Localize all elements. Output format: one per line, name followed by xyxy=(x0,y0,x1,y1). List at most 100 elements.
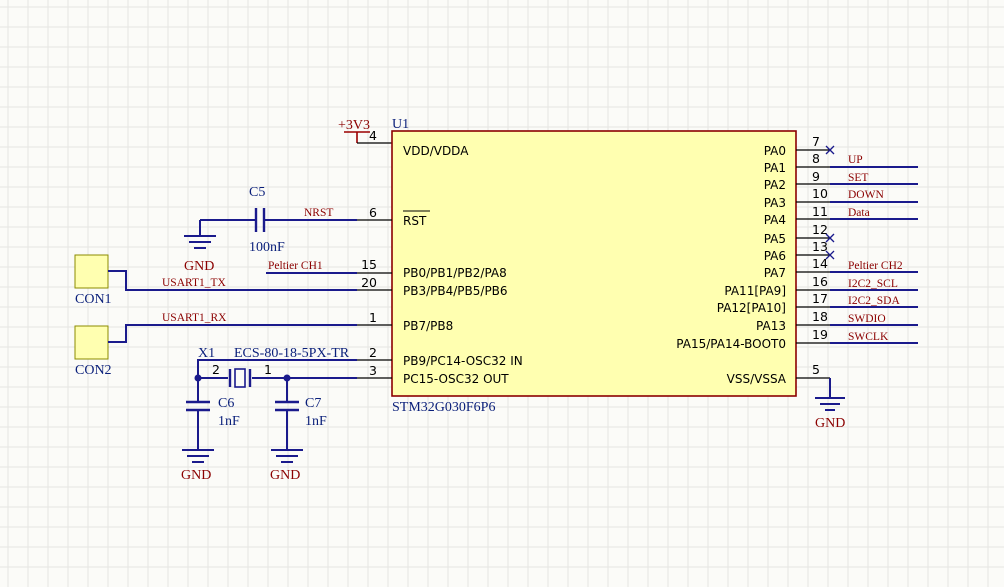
x1-pin-b: 1 xyxy=(264,362,272,377)
pin-name: PB3/PB4/PB5/PB6 xyxy=(403,284,508,298)
net-label-nrst[interactable]: NRST xyxy=(304,207,333,219)
connector-con2[interactable]: CON2 xyxy=(74,324,357,378)
pin-name: PA5 xyxy=(764,232,786,246)
pin-num: 17 xyxy=(812,291,828,306)
net-label-usart1-tx[interactable]: USART1_TX xyxy=(162,277,227,289)
con2-ref: CON2 xyxy=(75,363,112,378)
con1-ref: CON1 xyxy=(75,292,112,307)
gnd-symbol-c6[interactable]: GND xyxy=(181,449,214,483)
con1-pad xyxy=(74,254,109,289)
gnd-label: GND xyxy=(184,259,214,274)
x1-value: ECS-80-18-5PX-TR xyxy=(234,346,350,361)
vcc-power-symbol[interactable]: +3V3 xyxy=(338,118,392,144)
pin-name: PA11[PA9] xyxy=(724,284,786,298)
chip-ref: U1 xyxy=(392,117,409,132)
con2-pad xyxy=(74,325,109,360)
pin-name-rst: RST xyxy=(403,214,427,228)
chip-left-pin-numbers: 4 6 15 20 1 2 3 xyxy=(361,128,377,378)
right-net-labels: UP SET DOWN Data Peltier CH2 I2C2_SCL I2… xyxy=(848,154,903,343)
no-connect-icon xyxy=(825,250,835,260)
chip-part: STM32G030F6P6 xyxy=(392,400,495,415)
pin-num: 16 xyxy=(812,274,828,289)
c5-value: 100nF xyxy=(249,240,285,255)
pin-num: 14 xyxy=(812,256,828,271)
pin-num: 2 xyxy=(369,345,377,360)
pin-name: PA15/PA14-BOOT0 xyxy=(676,337,786,351)
pin-name: PA3 xyxy=(764,196,786,210)
vcc-label: +3V3 xyxy=(338,118,370,133)
gnd-symbol-c7[interactable]: GND xyxy=(270,449,303,483)
pin-name: PB7/PB8 xyxy=(403,319,453,333)
net-label-down[interactable]: DOWN xyxy=(848,189,884,201)
pin-num: 15 xyxy=(361,257,377,272)
pin-name: PA0 xyxy=(764,144,786,158)
chip-right-pins xyxy=(796,149,830,379)
chip-body xyxy=(391,130,797,397)
pin-num: 13 xyxy=(812,239,828,254)
pin-name: PA2 xyxy=(764,178,786,192)
gnd-label: GND xyxy=(815,416,845,431)
pin-num: 19 xyxy=(812,327,828,342)
gnd-symbol-c5[interactable]: GND xyxy=(184,235,216,274)
c5-ref: C5 xyxy=(249,185,265,200)
c6-ref: C6 xyxy=(218,396,234,411)
net-label-i2c2-scl[interactable]: I2C2_SCL xyxy=(848,278,898,290)
crystal-body xyxy=(234,368,246,388)
pin-name: VSS/VSSA xyxy=(727,372,787,386)
pin-num: 9 xyxy=(812,169,820,184)
net-label-peltier-ch2[interactable]: Peltier CH2 xyxy=(848,260,903,272)
pin-num: 18 xyxy=(812,309,828,324)
pin-num: 4 xyxy=(369,128,377,143)
pin-name: PB9/PC14-OSC32 IN xyxy=(403,354,523,368)
no-connect-marks xyxy=(825,145,835,260)
capacitor-c7[interactable]: C7 1nF xyxy=(275,378,327,450)
net-label-up[interactable]: UP xyxy=(848,154,863,166)
chip-left-pin-names: VDD/VDDA RST PB0/PB1/PB2/PA8 PB3/PB4/PB5… xyxy=(403,144,523,386)
pin-name: PC15-OSC32 OUT xyxy=(403,372,509,386)
gnd-symbol-vss[interactable]: GND xyxy=(815,378,845,431)
net-label-swclk[interactable]: SWCLK xyxy=(848,331,889,343)
c7-ref: C7 xyxy=(305,396,321,411)
pin-num: 5 xyxy=(812,362,820,377)
pin-num: 20 xyxy=(361,275,377,290)
right-net-wires xyxy=(830,166,918,344)
gnd-label: GND xyxy=(181,468,211,483)
no-connect-icon xyxy=(825,233,835,243)
pin-num: 8 xyxy=(812,151,820,166)
no-connect-icon xyxy=(825,145,835,155)
x1-pin-a: 2 xyxy=(212,362,220,377)
gnd-label: GND xyxy=(270,468,300,483)
chip-right-pin-names: PA0 PA1 PA2 PA3 PA4 PA5 PA6 PA7 PA11[PA9… xyxy=(676,144,786,386)
pin-num: 6 xyxy=(369,205,377,220)
x1-ref: X1 xyxy=(198,346,215,361)
net-label-usart1-rx[interactable]: USART1_RX xyxy=(162,312,227,324)
net-label-i2c2-sda[interactable]: I2C2_SDA xyxy=(848,295,900,307)
net-label-data[interactable]: Data xyxy=(848,207,870,219)
pin-num: 1 xyxy=(369,310,377,325)
chip-u1[interactable]: U1 STM32G030F6P6 xyxy=(391,117,797,415)
pin-name: PA4 xyxy=(764,213,786,227)
crystal-x1[interactable]: X1 ECS-80-18-5PX-TR 2 1 xyxy=(197,346,357,388)
capacitor-c6[interactable]: C6 1nF xyxy=(186,378,240,450)
chip-right-pin-numbers: 7 8 9 10 11 12 13 14 16 17 18 19 5 xyxy=(812,134,828,377)
connector-con1[interactable]: CON1 xyxy=(74,254,357,307)
net-label-peltier-ch1[interactable]: Peltier CH1 xyxy=(268,260,323,272)
pin-num: 11 xyxy=(812,204,828,219)
pin-name: PA6 xyxy=(764,249,786,263)
pin-num: 3 xyxy=(369,363,377,378)
c7-value: 1nF xyxy=(305,414,327,429)
pin-name: PB0/PB1/PB2/PA8 xyxy=(403,266,507,280)
pin-name: VDD/VDDA xyxy=(403,144,469,158)
pin-name: PA13 xyxy=(756,319,786,333)
net-label-swdio[interactable]: SWDIO xyxy=(848,313,886,325)
c6-value: 1nF xyxy=(218,414,240,429)
capacitor-c5[interactable]: C5 100nF xyxy=(199,185,357,255)
pin-name: PA7 xyxy=(764,266,786,280)
pin-num: 10 xyxy=(812,186,828,201)
pin-name: PA12[PA10] xyxy=(717,301,786,315)
pin-num: 7 xyxy=(812,134,820,149)
net-label-set[interactable]: SET xyxy=(848,172,868,184)
chip-left-pins xyxy=(357,219,392,379)
